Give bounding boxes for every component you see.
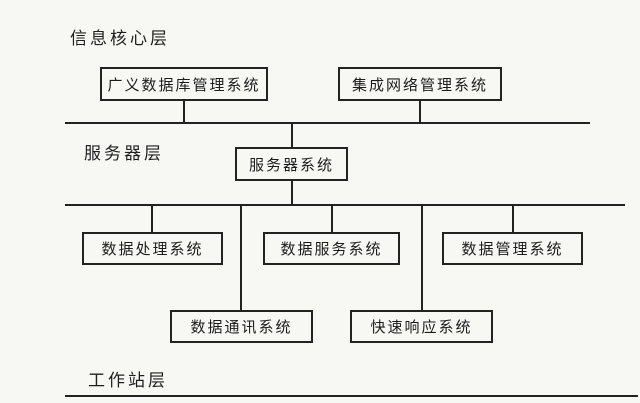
layer-label-workstation: 工作站层	[88, 371, 168, 390]
node-generalized-database-management-system: 广义数据库管理系统	[100, 67, 268, 101]
node-server-system: 服务器系统	[235, 147, 348, 181]
connector-bus1-to-server-system	[291, 123, 293, 148]
connector-bus2-to-quick-response	[421, 205, 423, 311]
connector-server-system-to-bus2	[291, 180, 293, 205]
node-data-communication-system: 数据通讯系统	[170, 310, 313, 343]
layer-label-info-core: 信息核心层	[70, 29, 170, 48]
connector-bus2-to-data-comm	[240, 205, 242, 311]
node-data-processing-system: 数据处理系统	[82, 232, 223, 265]
connector-bus2-to-data-processing	[151, 205, 153, 233]
node-data-management-system: 数据管理系统	[442, 232, 583, 265]
bus-line-workstation	[65, 395, 638, 397]
node-quick-response-system: 快速响应系统	[350, 310, 493, 343]
connector-gdbms-to-bus1	[183, 100, 185, 123]
bus-line-core-server	[65, 122, 590, 124]
connector-bus2-to-data-service	[331, 205, 333, 233]
node-integrated-network-management-system: 集成网络管理系统	[338, 67, 502, 101]
layer-label-server: 服务器层	[84, 144, 164, 163]
connector-inms-to-bus1	[419, 100, 421, 123]
node-data-service-system: 数据服务系统	[263, 232, 400, 265]
connector-bus2-to-data-management	[512, 205, 514, 233]
bus-line-server-workstation	[65, 204, 625, 206]
